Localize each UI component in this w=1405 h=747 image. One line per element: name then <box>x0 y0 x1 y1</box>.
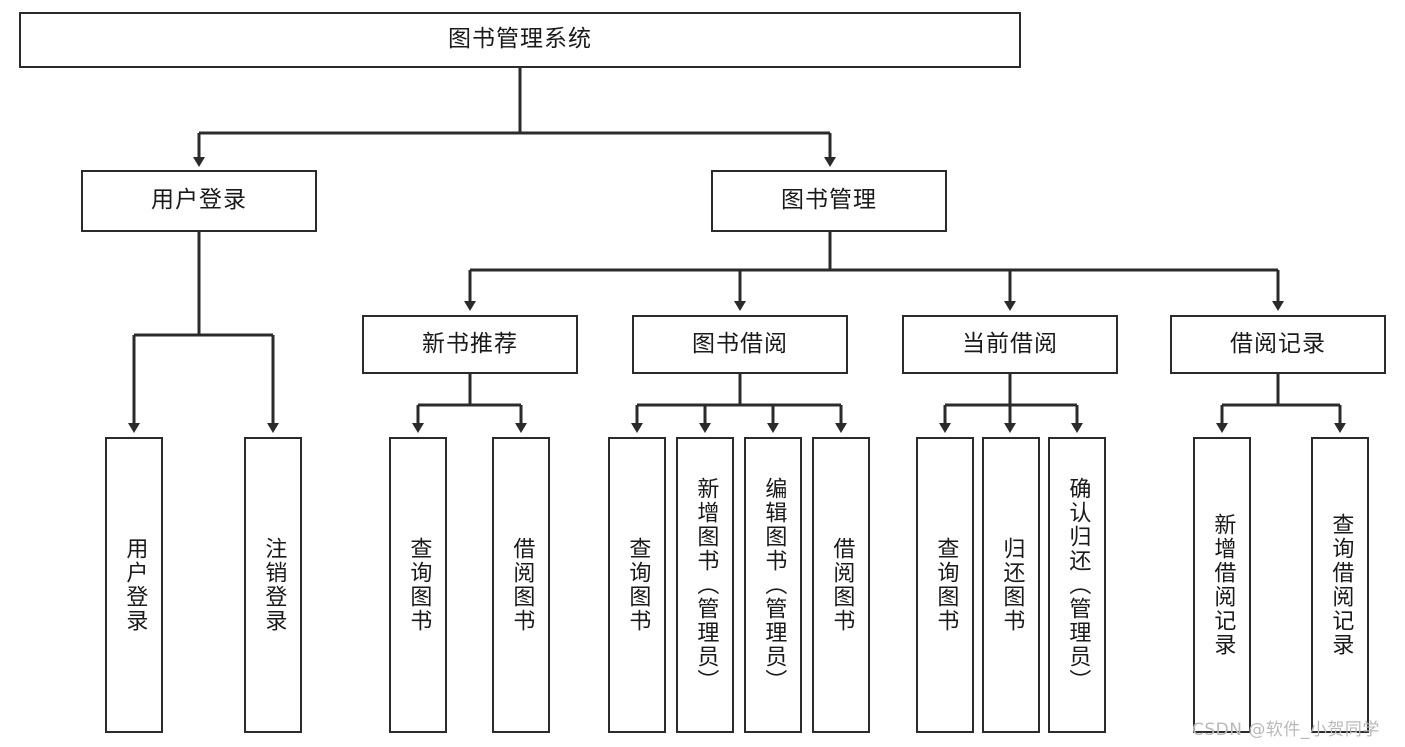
node-book-manage-label: 图书管理 <box>781 187 877 214</box>
node-current-borrow-label: 当前借阅 <box>962 330 1058 357</box>
node-leaf-borrow-query-label: 查询图书 <box>625 537 651 633</box>
node-leaf-user-login[interactable]: 用户登录 <box>105 437 163 733</box>
node-leaf-rec-query-label: 查询图书 <box>406 537 432 633</box>
node-borrow-record[interactable]: 借阅记录 <box>1170 315 1386 374</box>
node-leaf-current-return-label: 归还图书 <box>999 537 1025 633</box>
node-new-book-rec-label: 新书推荐 <box>422 330 518 357</box>
node-leaf-borrow-do[interactable]: 借阅图书 <box>812 437 870 733</box>
node-leaf-rec-borrow-label: 借阅图书 <box>509 537 535 633</box>
node-user-login-label: 用户登录 <box>151 187 247 214</box>
node-leaf-borrow-add-label: 新增图书（管理员） <box>693 477 719 693</box>
node-leaf-user-logout-label: 注销登录 <box>261 537 287 633</box>
node-leaf-current-query[interactable]: 查询图书 <box>916 437 974 733</box>
node-leaf-borrow-query[interactable]: 查询图书 <box>608 437 666 733</box>
node-leaf-user-logout[interactable]: 注销登录 <box>244 437 302 733</box>
node-leaf-user-login-label: 用户登录 <box>122 537 148 633</box>
node-leaf-borrow-add[interactable]: 新增图书（管理员） <box>676 437 734 733</box>
node-book-manage[interactable]: 图书管理 <box>711 170 947 232</box>
node-book-borrow[interactable]: 图书借阅 <box>632 315 848 374</box>
node-leaf-rec-borrow[interactable]: 借阅图书 <box>492 437 550 733</box>
node-leaf-current-confirm-label: 确认归还（管理员） <box>1065 477 1091 693</box>
node-leaf-borrow-do-label: 借阅图书 <box>829 537 855 633</box>
node-leaf-record-add-label: 新增借阅记录 <box>1210 513 1236 657</box>
node-leaf-rec-query[interactable]: 查询图书 <box>389 437 447 733</box>
node-leaf-current-confirm[interactable]: 确认归还（管理员） <box>1048 437 1106 733</box>
node-leaf-borrow-edit[interactable]: 编辑图书（管理员） <box>744 437 802 733</box>
node-leaf-record-query-label: 查询借阅记录 <box>1328 513 1354 657</box>
node-borrow-record-label: 借阅记录 <box>1230 330 1326 357</box>
node-leaf-record-add[interactable]: 新增借阅记录 <box>1193 437 1251 733</box>
node-leaf-current-query-label: 查询图书 <box>933 537 959 633</box>
node-user-login[interactable]: 用户登录 <box>81 170 317 232</box>
node-root[interactable]: 图书管理系统 <box>19 12 1021 68</box>
node-leaf-borrow-edit-label: 编辑图书（管理员） <box>761 477 787 693</box>
csdn-watermark: CSDN @软件_小贺同学 <box>1192 720 1380 740</box>
node-book-borrow-label: 图书借阅 <box>692 330 788 357</box>
node-leaf-current-return[interactable]: 归还图书 <box>982 437 1040 733</box>
node-new-book-rec[interactable]: 新书推荐 <box>362 315 578 374</box>
node-leaf-record-query[interactable]: 查询借阅记录 <box>1311 437 1369 733</box>
node-current-borrow[interactable]: 当前借阅 <box>902 315 1118 374</box>
node-root-label: 图书管理系统 <box>448 26 592 53</box>
